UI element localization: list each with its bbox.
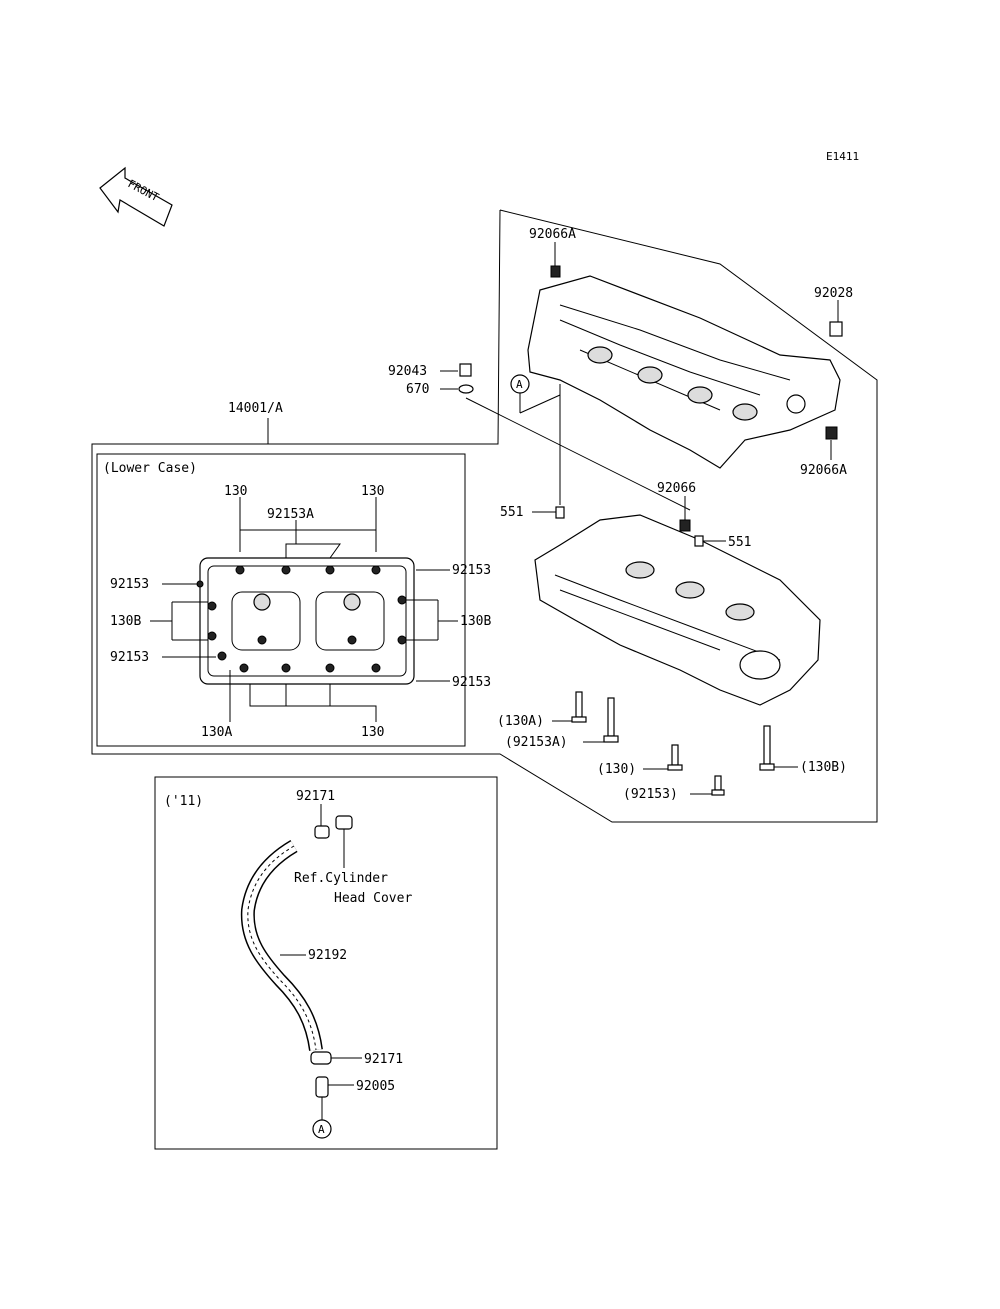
ref-label-line2: Head Cover <box>334 891 412 906</box>
bolt-130B <box>759 725 775 771</box>
lc-callout-130-tr: 130 <box>361 484 384 499</box>
callout-551-right: 551 <box>728 535 751 550</box>
lc-callout-130B-r: 130B <box>460 614 491 629</box>
oring-670 <box>458 384 474 394</box>
main-group-outline <box>91 209 878 823</box>
dowel-551-left <box>555 506 565 519</box>
callout-130A: (130A) <box>497 714 544 729</box>
nut-92066 <box>679 519 691 532</box>
nut-92028 <box>829 321 843 337</box>
lower-case-bolts <box>196 565 407 673</box>
svg-text:A: A <box>318 1123 325 1136</box>
lc-callout-130-b: 130 <box>361 725 384 740</box>
fitting-92005 <box>315 1076 329 1098</box>
callout-551-left: 551 <box>500 505 523 520</box>
callout-92066A-top: 92066A <box>529 227 576 242</box>
lc-callout-130-tl: 130 <box>224 484 247 499</box>
clamp-92171-top <box>314 825 330 839</box>
ref-marker-upper: A <box>510 374 561 414</box>
callout-670: 670 <box>406 382 429 397</box>
lc-callout-130A: 130A <box>201 725 232 740</box>
nut-92066A-top <box>550 265 561 278</box>
callout-92066A-right: 92066A <box>800 463 847 478</box>
main-assembly-label: 14001/A <box>228 401 283 416</box>
bolt-130A <box>571 691 587 723</box>
bolt-92153 <box>711 775 725 796</box>
year-2011-box: ('11) A 92171 Ref.Cylinder Head Cover 92… <box>154 776 498 1150</box>
lower-case-box: (Lower Case) <box>96 453 491 747</box>
bolt-92153A <box>603 697 619 743</box>
callout-92066: 92066 <box>657 481 696 496</box>
ref-label-line1: Ref.Cylinder <box>294 871 388 886</box>
nut-92066A-right <box>825 426 838 440</box>
callout-92043: 92043 <box>388 364 427 379</box>
front-arrow-icon: FRONT <box>99 166 173 227</box>
lc-callout-92153-l1: 92153 <box>110 577 149 592</box>
callout-92028: 92028 <box>814 286 853 301</box>
y-callout-92171-bottom: 92171 <box>364 1052 403 1067</box>
y-callout-92171-top: 92171 <box>296 789 335 804</box>
y-callout-92192: 92192 <box>308 948 347 963</box>
upper-crankcase <box>527 275 841 469</box>
bolt-130 <box>667 744 683 771</box>
y-callout-92005: 92005 <box>356 1079 395 1094</box>
svg-text:A: A <box>516 378 523 391</box>
callout-92153A: (92153A) <box>505 735 568 750</box>
clamp-92171-bottom <box>310 1051 332 1065</box>
fitting-ref <box>335 815 353 830</box>
leader-lines-main <box>440 242 839 795</box>
lc-callout-92153A: 92153A <box>267 507 314 522</box>
lower-case-leaders <box>150 497 458 722</box>
lc-callout-130B-l: 130B <box>110 614 141 629</box>
lower-crankcase <box>534 514 821 706</box>
diagram-code: E1411 <box>826 150 859 163</box>
lc-callout-92153-r2: 92153 <box>452 675 491 690</box>
lc-callout-92153-r1: 92153 <box>452 563 491 578</box>
callout-130: (130) <box>597 762 636 777</box>
year-box-title: ('11) <box>164 794 203 809</box>
callout-130B: (130B) <box>800 760 847 775</box>
dowel-92043 <box>459 363 472 377</box>
lc-callout-92153-l2: 92153 <box>110 650 149 665</box>
callout-92153: (92153) <box>623 787 678 802</box>
dowel-551-right <box>694 535 704 547</box>
lower-case-title: (Lower Case) <box>103 461 197 476</box>
